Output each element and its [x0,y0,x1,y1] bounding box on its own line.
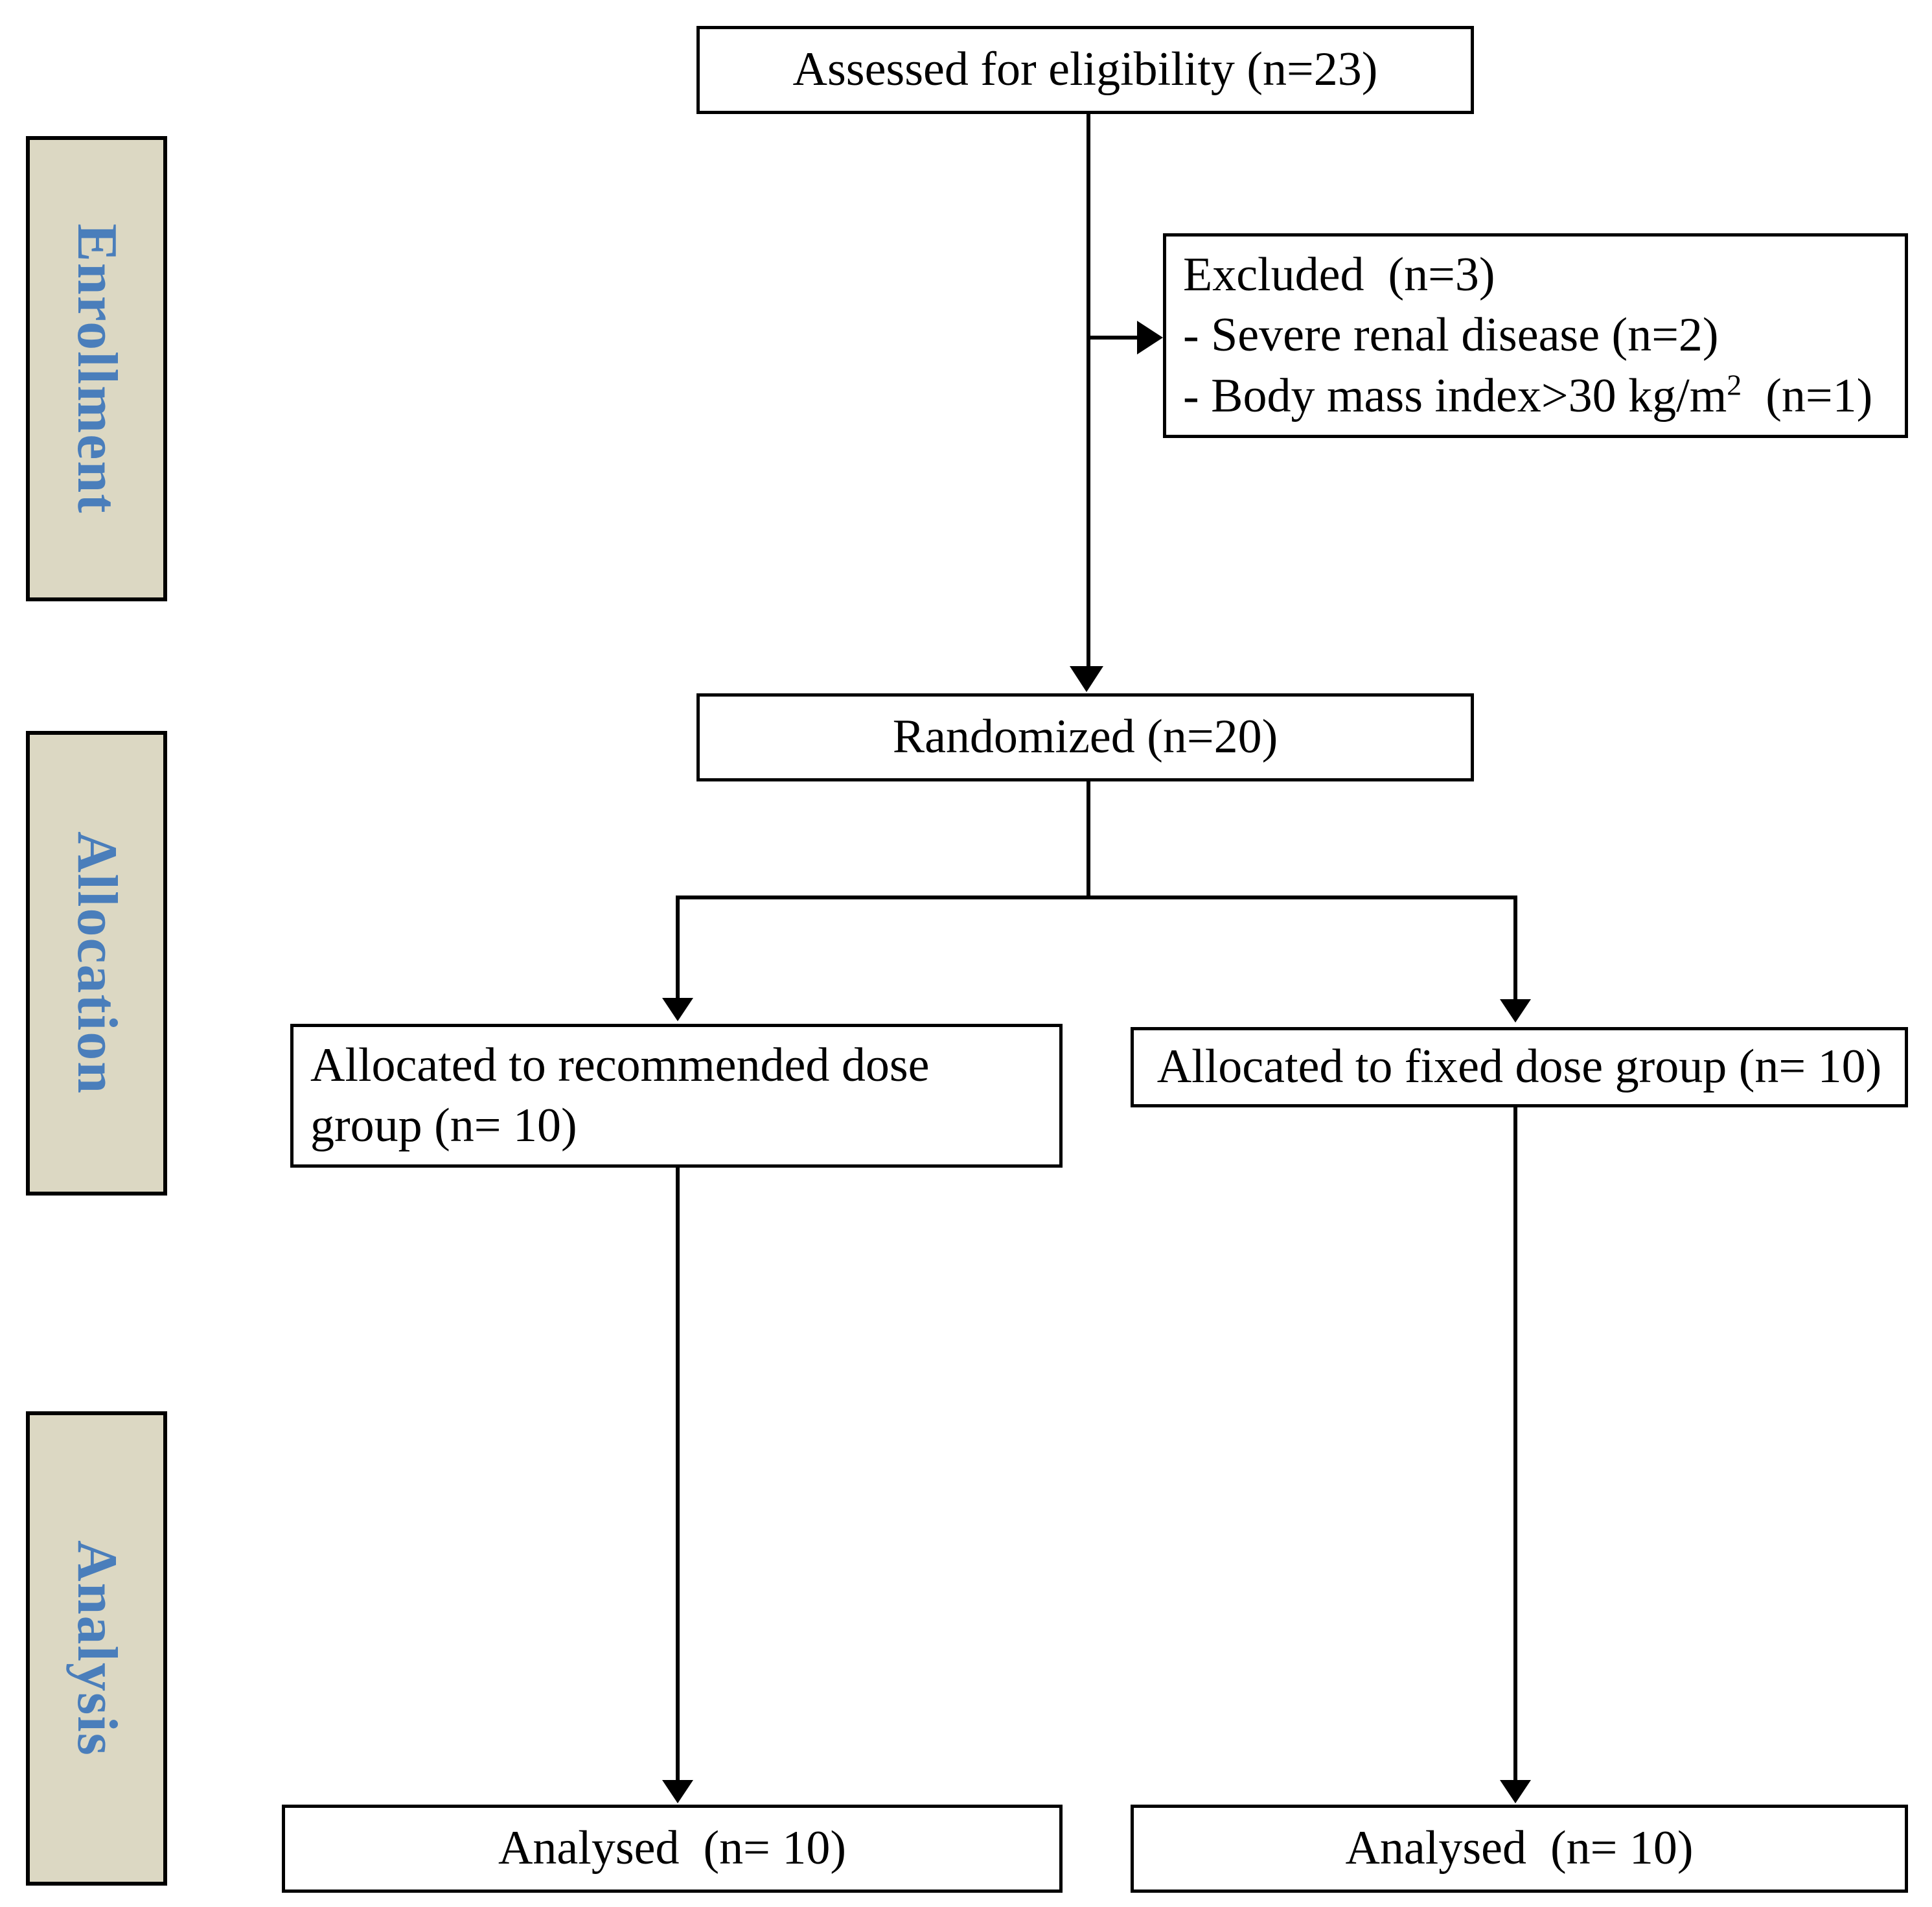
box-excluded-reason-2-count: (n=1) [1742,369,1873,422]
arrowhead-to-allocated-left [662,998,693,1021]
box-allocated-recommended-dose: Allocated to recommended dose group (n= … [290,1024,1063,1168]
box-randomized: Randomized (n=20) [696,693,1474,781]
box-randomized-inner: Randomized (n=20) [700,707,1471,767]
box-analysed-fixed-dose: Analysed (n= 10) [1131,1805,1908,1893]
stage-panel-analysis: Analysis [26,1411,167,1886]
stage-label-allocation: Allocation [65,831,128,1095]
box-assessed-text: Assessed for eligibility (n=23) [792,43,1378,97]
connector-to-allocated-left [676,896,680,998]
stage-panel-enrollment: Enrollment [26,136,167,601]
arrowhead-assessed-to-randomized [1070,666,1103,692]
box-analysed-left-text: Analysed (n= 10) [498,1821,846,1875]
connector-allocated-right-to-analysed-right [1513,1107,1517,1780]
box-excluded-reason-2-text: - Body mass index>30 kg/m [1183,369,1727,422]
box-assessed-inner: Assessed for eligibility (n=23) [700,40,1471,100]
box-excluded-heading: Excluded (n=3) [1183,248,1495,302]
box-analysed-recommended-dose: Analysed (n= 10) [282,1805,1063,1893]
box-excluded-reason-2: - Body mass index>30 kg/m2 (n=1) [1183,366,1888,426]
connector-randomized-stem [1087,781,1090,899]
box-analysed-right-inner: Analysed (n= 10) [1134,1818,1905,1878]
box-excluded-reason-2-superscript: 2 [1727,367,1742,401]
arrowhead-to-analysed-right [1500,1780,1531,1803]
arrowhead-assessed-to-excluded [1137,321,1163,354]
connector-allocated-left-to-analysed-left [676,1168,680,1780]
connector-to-allocated-right [1513,896,1517,999]
box-excluded-reason-1: - Severe renal disease (n=2) [1183,308,1719,362]
stage-panel-allocation: Allocation [26,731,167,1196]
box-excluded-inner: Excluded (n=3) - Severe renal disease (n… [1166,245,1905,426]
box-allocated-right-inner: Allocated to fixed dose group (n= 10) [1134,1037,1905,1097]
stage-label-enrollment: Enrollment [65,223,128,514]
connector-allocation-crossbar [676,896,1517,899]
box-analysed-left-inner: Analysed (n= 10) [285,1818,1059,1878]
box-allocated-left-line1: Allocated to recommended dose [310,1038,930,1092]
connector-assessed-to-randomized [1087,114,1090,666]
box-allocated-left-line2: group (n= 10) [310,1099,577,1152]
box-randomized-text: Randomized (n=20) [892,710,1278,764]
box-allocated-right-text: Allocated to fixed dose group (n= 10) [1156,1040,1882,1094]
box-excluded: Excluded (n=3) - Severe renal disease (n… [1163,233,1908,438]
box-allocated-fixed-dose: Allocated to fixed dose group (n= 10) [1131,1027,1908,1107]
stage-label-analysis: Analysis [65,1540,128,1757]
box-assessed-for-eligibility: Assessed for eligibility (n=23) [696,26,1474,114]
arrowhead-to-analysed-left [662,1780,693,1803]
connector-assessed-to-excluded [1087,336,1154,340]
arrowhead-to-allocated-right [1500,999,1531,1023]
box-analysed-right-text: Analysed (n= 10) [1345,1821,1694,1875]
box-allocated-left-inner: Allocated to recommended dose group (n= … [293,1035,1059,1156]
